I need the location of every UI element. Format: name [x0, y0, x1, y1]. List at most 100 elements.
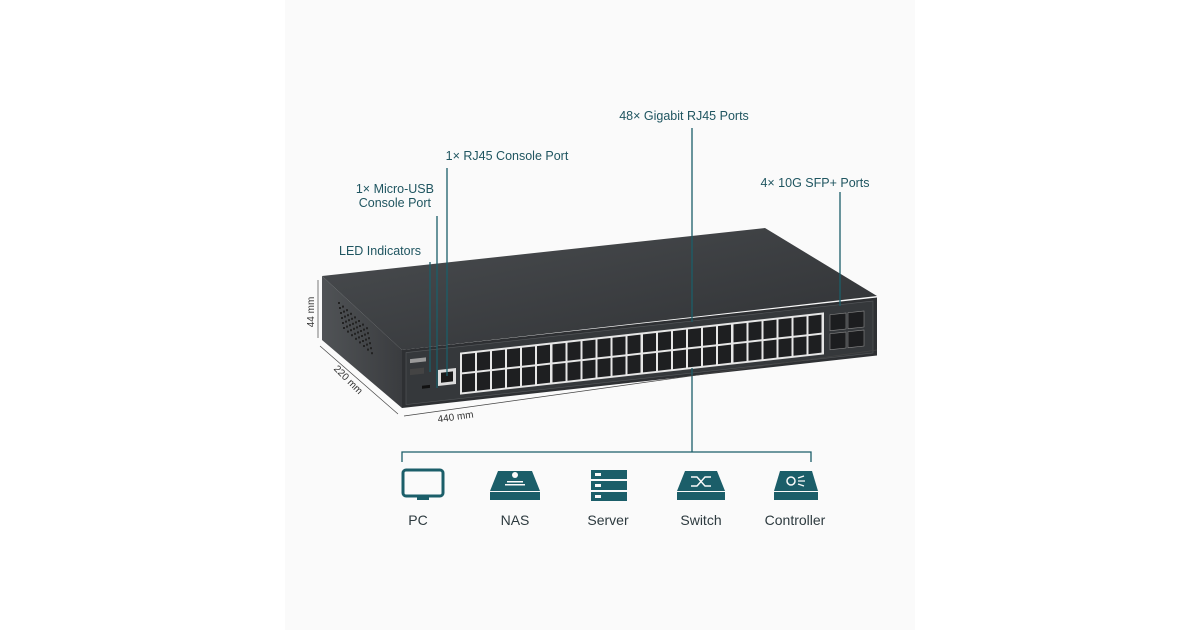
- rj45-port: [778, 317, 792, 338]
- device-icons: [401, 468, 818, 501]
- vent-hole: [367, 348, 369, 351]
- rj45-port: [673, 329, 686, 350]
- sfp-label: 4× 10G SFP+ Ports: [760, 176, 869, 190]
- vent-hole: [361, 335, 363, 337]
- vent-hole: [352, 322, 354, 325]
- rj45-console-socket: [441, 371, 453, 383]
- vent-hole: [348, 319, 350, 322]
- device-label-nas: NAS: [501, 512, 530, 528]
- vent-hole: [347, 314, 349, 317]
- rj45-port: [552, 362, 566, 383]
- vent-hole: [359, 341, 361, 344]
- network-switch: [322, 228, 877, 408]
- rj45-port: [567, 361, 581, 381]
- device-label-switch: Switch: [680, 512, 721, 528]
- sfp-port: [829, 312, 847, 332]
- vent-hole: [339, 307, 341, 309]
- rj45-port: [733, 322, 747, 343]
- vent-hole: [346, 325, 348, 328]
- rj45-port: [522, 366, 535, 386]
- vent-hole: [368, 337, 370, 340]
- rj45-port: [643, 332, 656, 353]
- rj45-port: [688, 347, 701, 368]
- sfp-port-block: [829, 310, 865, 351]
- width-dimension: 440 mm: [437, 410, 474, 426]
- brand-logo: [410, 357, 426, 364]
- vent-hole: [345, 320, 347, 323]
- micro-usb-console-port: [422, 384, 430, 389]
- vent-hole: [355, 337, 357, 340]
- vent-hole: [371, 352, 373, 355]
- rj45-ports-label: 48× Gigabit RJ45 Ports: [619, 109, 749, 123]
- switch-icon: [677, 471, 725, 500]
- rj45-port: [552, 342, 566, 363]
- rj45-port: [748, 341, 762, 361]
- vent-hole: [343, 327, 345, 329]
- vent-hole: [363, 328, 365, 331]
- rj45-port: [688, 327, 701, 348]
- rj45-port: [567, 341, 581, 361]
- vent-hole: [342, 322, 344, 324]
- rj45-port: [597, 337, 611, 358]
- vent-hole: [340, 312, 342, 314]
- vent-hole: [354, 332, 356, 335]
- rj45-port: [793, 316, 807, 336]
- rj45-port: [643, 352, 656, 373]
- rj45-port: [703, 326, 716, 346]
- vent-hole: [366, 343, 368, 346]
- callout-lines: [401, 128, 841, 462]
- rj45-port-block: [460, 312, 824, 395]
- rj45-port: [507, 347, 520, 368]
- sfp-port: [829, 331, 847, 351]
- rj45-port: [507, 367, 520, 388]
- connector-bracket: [401, 451, 812, 462]
- monitor-icon: [401, 468, 445, 500]
- rj45-port: [477, 371, 490, 391]
- vent-hole: [363, 345, 365, 347]
- rj45-port: [627, 354, 641, 375]
- rj45-port: [627, 334, 641, 355]
- vent-hole: [362, 323, 364, 326]
- rj45-port: [778, 337, 792, 358]
- rj45-port: [537, 344, 550, 365]
- rj45-port: [793, 336, 807, 356]
- rj45-port: [612, 336, 626, 356]
- vent-hole: [354, 316, 356, 319]
- vent-hole: [358, 320, 360, 322]
- vent-hole: [357, 331, 359, 334]
- vent-hole: [365, 338, 367, 341]
- vent-hole: [356, 326, 358, 329]
- rj45-port: [763, 319, 777, 340]
- vent-hole: [370, 347, 372, 350]
- vent-hole: [344, 315, 346, 318]
- vent-hole: [358, 336, 360, 339]
- vent-hole: [366, 327, 368, 330]
- vent-hole: [347, 330, 349, 333]
- rj45-port: [808, 314, 822, 335]
- rj45-port: [597, 357, 611, 378]
- side-vents: [338, 302, 373, 355]
- console-rj45-label: 1× RJ45 Console Port: [446, 149, 569, 163]
- led-label: LED Indicators: [339, 244, 421, 258]
- vent-hole: [355, 321, 357, 324]
- vent-hole: [349, 324, 351, 327]
- rj45-port: [582, 339, 596, 360]
- vent-hole: [351, 317, 353, 320]
- vent-hole: [362, 340, 364, 342]
- rj45-port: [522, 346, 535, 366]
- vent-hole: [359, 325, 361, 327]
- vent-hole: [350, 312, 352, 315]
- vent-hole: [350, 329, 352, 332]
- vent-hole: [364, 333, 366, 336]
- rj45-port: [462, 352, 475, 373]
- vent-hole: [338, 302, 340, 304]
- micro-usb-label-line2: Console Port: [359, 196, 432, 210]
- rj45-port: [537, 364, 550, 385]
- device-label-server: Server: [587, 512, 629, 528]
- device-label-controller: Controller: [765, 512, 826, 528]
- sfp-port: [847, 310, 865, 330]
- rj45-port: [658, 331, 671, 351]
- nas-icon: [490, 471, 540, 500]
- rj45-port: [703, 346, 716, 366]
- rj45-port: [748, 321, 762, 341]
